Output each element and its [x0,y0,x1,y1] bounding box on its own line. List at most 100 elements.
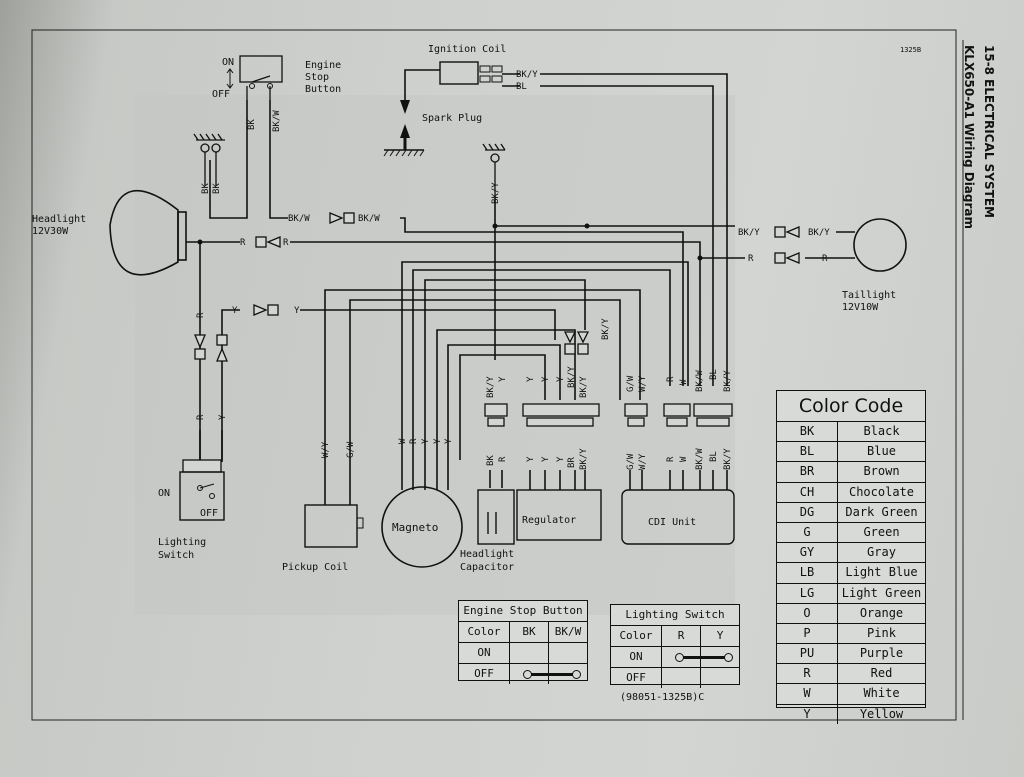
header-cell: BK [510,622,549,642]
wire-lines [186,69,855,505]
taillight-rating: 12V10W [842,302,879,313]
svg-text:G/W: G/W [626,375,636,392]
color-code-abbrev: R [777,664,838,684]
capacitor-label-1: Headlight [460,549,514,560]
svg-text:BK/Y: BK/Y [579,376,589,398]
svg-text:BK/Y: BK/Y [486,376,496,398]
headlight-label: Headlight [32,214,86,225]
color-code-abbrev: O [777,603,838,623]
header-cell: R [662,626,701,646]
wire-r-magneto [412,269,671,460]
color-code-abbrev: LB [777,563,838,583]
svg-text:BK/Y: BK/Y [723,370,733,392]
color-code-name: Light Green [841,585,922,600]
ignition-coil-label: Ignition Coil [428,44,506,55]
wire-bkw-main [400,217,684,386]
header-cell: BK/W [554,625,582,638]
svg-text:Y: Y [498,376,508,382]
color-code-abbrev: BL [777,442,838,462]
color-code-name: Orange [859,605,904,620]
magneto-label: Magneto [392,521,438,534]
color-code-abbrev: P [777,623,838,644]
svg-text:BK/Y: BK/Y [808,228,830,238]
wire-y-magneto2 [436,329,576,460]
svg-text:R: R [498,456,508,462]
svg-text:R: R [748,254,754,264]
svg-text:R: R [666,456,676,462]
svg-text:Y: Y [526,456,536,462]
color-code-abbrev: CH [777,482,838,502]
spark-plug: Spark Plug [383,100,482,157]
lighting-switch-label-1: Lighting [158,537,206,548]
svg-text:Y: Y [541,376,551,382]
lighting-off: OFF [200,508,218,519]
lighting-switch-table-header: Color R Y [611,626,739,647]
color-code-name: Pink [867,625,896,640]
engine-stop-label-2: Stop [305,72,329,83]
headlight-capacitor: Headlight Capacitor [460,489,515,573]
wire-gw-pickup [349,299,621,460]
wire-y-switch [221,309,240,460]
regulator: Regulator [516,489,602,541]
color-code-name: Chocolate [848,484,915,499]
color-code-name: Dark Green [845,504,918,519]
svg-text:W: W [398,438,408,444]
svg-text:BK/Y: BK/Y [738,228,760,238]
color-code-abbrev: LG [777,583,838,603]
engine-stop-row-off: OFF [459,664,587,684]
color-code-abbrev: PU [777,644,838,664]
svg-text:W: W [679,456,689,462]
row-label: ON [611,647,662,667]
svg-text:BK/W: BK/W [272,110,282,132]
svg-text:BK/Y: BK/Y [579,448,589,470]
color-code-title: Color Code [777,391,925,422]
svg-text:Y: Y [433,438,443,444]
svg-text:Y: Y [541,456,551,462]
svg-text:W/Y: W/Y [638,375,648,392]
lighting-switch-row-off: OFF [611,668,739,688]
lighting-switch-table-title: Lighting Switch [611,605,739,626]
color-code-row: CH Chocolate [777,482,925,503]
inline-connectors [194,212,800,362]
svg-text:R: R [196,414,206,420]
engine-stop-table: Engine Stop Button Color BK BK/W ON OFF [458,600,588,684]
color-code-abbrev: Y [777,704,838,724]
svg-text:Y: Y [556,456,566,462]
lighting-switch-label-2: Switch [158,550,194,561]
color-code-abbrev: G [777,522,838,543]
svg-text:R: R [240,238,246,248]
block-connectors [182,403,733,473]
row-label: ON [459,643,510,663]
svg-text:BL: BL [709,451,719,462]
coil-wire-bky: BK/Y [516,70,538,80]
wire-y-magneto4 [459,354,546,460]
junction-dots [197,223,703,261]
svg-text:BK/Y: BK/Y [601,318,611,340]
capacitor-label-2: Capacitor [460,562,514,573]
magneto: Magneto [381,486,463,568]
taillight: Taillight 12V10W [842,218,907,313]
svg-text:BK/W: BK/W [695,370,705,392]
svg-text:W/Y: W/Y [321,441,331,458]
regulator-label: Regulator [522,515,576,526]
svg-text:BK/Y: BK/Y [723,448,733,470]
engine-stop-label-3: Button [305,84,341,95]
svg-text:Y: Y [526,376,536,382]
print-shade [135,95,735,615]
ground-symbol-main [482,143,506,196]
svg-text:BK: BK [212,183,222,194]
svg-text:BR: BR [567,457,577,468]
color-code-row: P Pink [777,623,925,645]
engine-stop-off: OFF [212,89,230,100]
wire-bk-stop [209,100,248,219]
wire-labels: BK/W BK/W R R Y Y BK/Y BK/Y R R [232,214,830,316]
